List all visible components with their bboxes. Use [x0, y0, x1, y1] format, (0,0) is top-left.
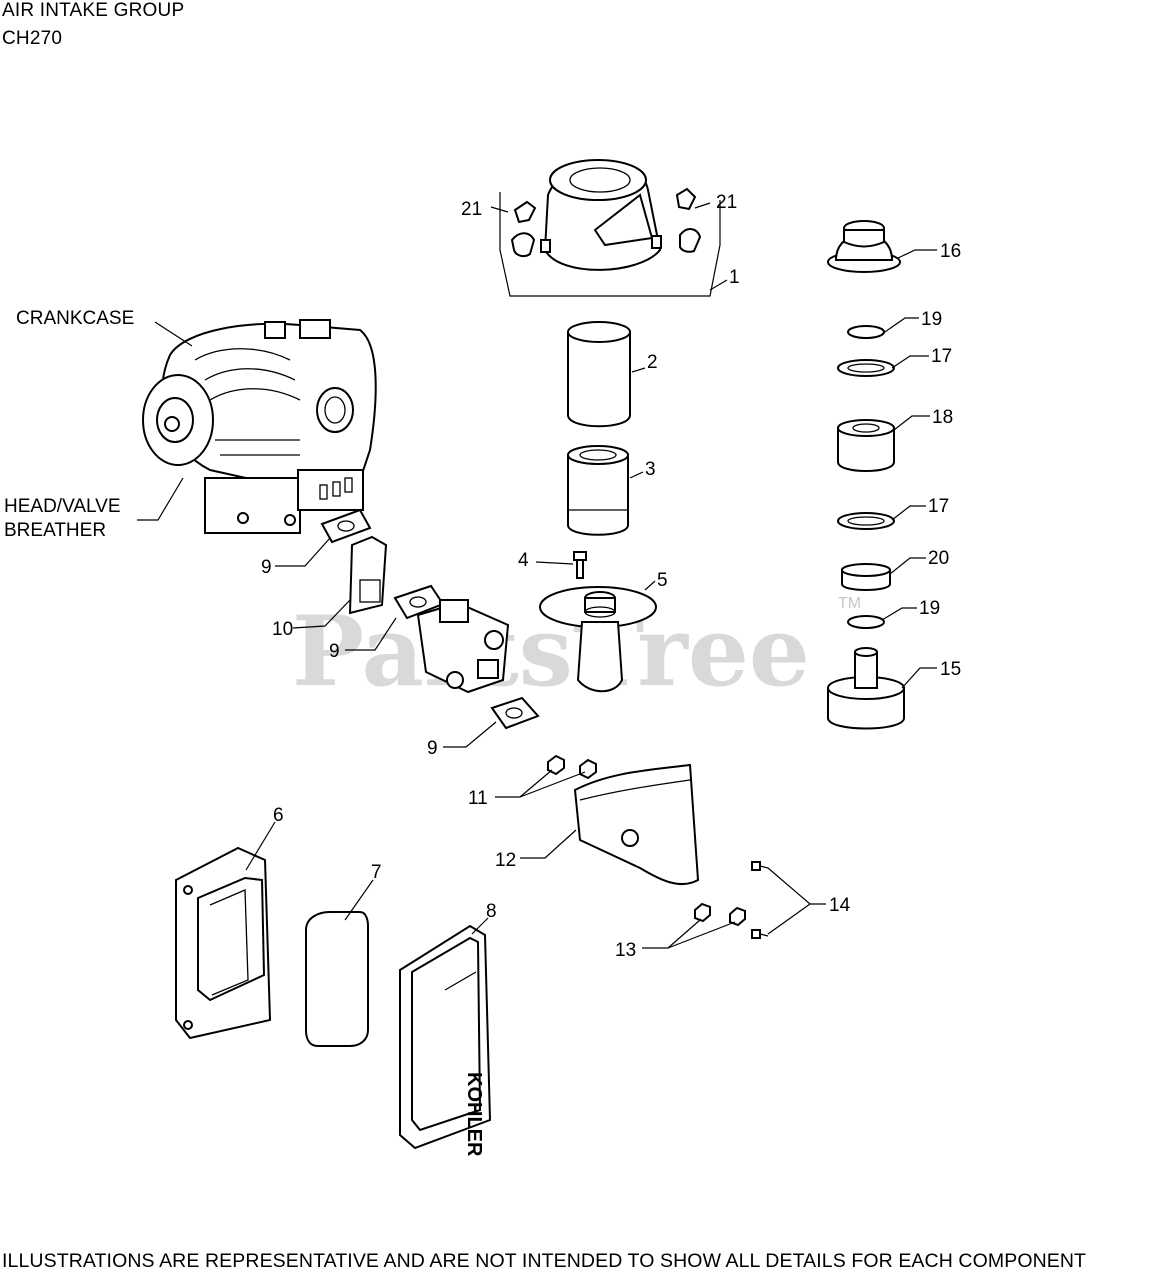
- part-13-nuts[interactable]: [694, 902, 746, 927]
- label-15: 15: [940, 659, 961, 680]
- watermark-tm: TM: [838, 595, 861, 612]
- label-7: 7: [371, 862, 382, 883]
- part-19-seal-lower[interactable]: [847, 615, 885, 629]
- label-4: 4: [518, 550, 529, 571]
- diagram-title: AIR INTAKE GROUP: [2, 0, 185, 21]
- label-19-upper: 19: [921, 309, 942, 330]
- label-12: 12: [495, 850, 516, 871]
- label-10: 10: [272, 619, 293, 640]
- label-14: 14: [829, 895, 851, 916]
- disclaimer-footer: ILLUSTRATIONS ARE REPRESENTATIVE AND ARE…: [2, 1250, 1087, 1272]
- label-5: 5: [657, 570, 668, 591]
- part-18-precleaner[interactable]: [837, 419, 895, 472]
- part-5-air-cleaner-base[interactable]: [539, 586, 657, 693]
- part-17-retainer-upper[interactable]: [837, 359, 895, 377]
- label-13: 13: [615, 940, 636, 961]
- engine-crankcase[interactable]: [142, 319, 377, 534]
- part-8-air-cleaner-cover[interactable]: KOHLER: [399, 924, 492, 1157]
- part-3-inner-element[interactable]: [567, 445, 629, 536]
- part-7-foam-element[interactable]: [305, 911, 369, 1047]
- part-15-precleaner-base[interactable]: [827, 647, 905, 730]
- exploded-parts-diagram: PartsTree TM: [4, 159, 961, 1157]
- label-21-right: 21: [716, 192, 737, 213]
- label-18: 18: [932, 407, 953, 428]
- part-9-gasket-upper[interactable]: [320, 508, 372, 544]
- part-11-nuts[interactable]: [547, 754, 597, 780]
- label-11: 11: [468, 788, 488, 809]
- label-head-valve: HEAD/VALVE: [4, 496, 121, 517]
- part-21-clips[interactable]: [510, 187, 702, 258]
- part-20-ring[interactable]: [841, 563, 891, 591]
- label-2: 2: [647, 352, 658, 373]
- label-19-lower: 19: [919, 598, 940, 619]
- label-20: 20: [928, 548, 949, 569]
- label-crankcase: CRANKCASE: [16, 308, 134, 329]
- label-21-left: 21: [461, 199, 482, 220]
- part-12-bracket[interactable]: [573, 763, 700, 885]
- label-3: 3: [645, 459, 656, 480]
- label-9-middle: 9: [329, 641, 340, 662]
- label-9-lower: 9: [427, 738, 438, 759]
- label-17-upper: 17: [931, 346, 952, 367]
- label-8: 8: [486, 901, 497, 922]
- label-16: 16: [940, 241, 961, 262]
- kohler-brand-text: KOHLER: [463, 1072, 485, 1157]
- part-6-air-cleaner-housing[interactable]: [175, 846, 272, 1040]
- part-10-spacer[interactable]: [348, 535, 388, 615]
- label-17-lower: 17: [928, 496, 949, 517]
- label-1: 1: [729, 267, 740, 288]
- label-9-upper: 9: [261, 557, 272, 578]
- part-17-retainer-lower[interactable]: [837, 512, 895, 530]
- part-14-screws[interactable]: [751, 861, 769, 939]
- model-number: CH270: [2, 28, 63, 49]
- label-breather: BREATHER: [4, 520, 106, 541]
- carburetor[interactable]: [416, 599, 510, 694]
- part-19-seal-upper[interactable]: [847, 325, 885, 339]
- part-2-outer-element[interactable]: [567, 321, 631, 428]
- part-1-air-cleaner-cover[interactable]: [499, 159, 721, 297]
- part-4-screw[interactable]: [573, 551, 587, 579]
- label-6: 6: [273, 805, 284, 826]
- part-9-gasket-lower[interactable]: [490, 696, 540, 730]
- part-16-precleaner-cap[interactable]: [827, 220, 901, 273]
